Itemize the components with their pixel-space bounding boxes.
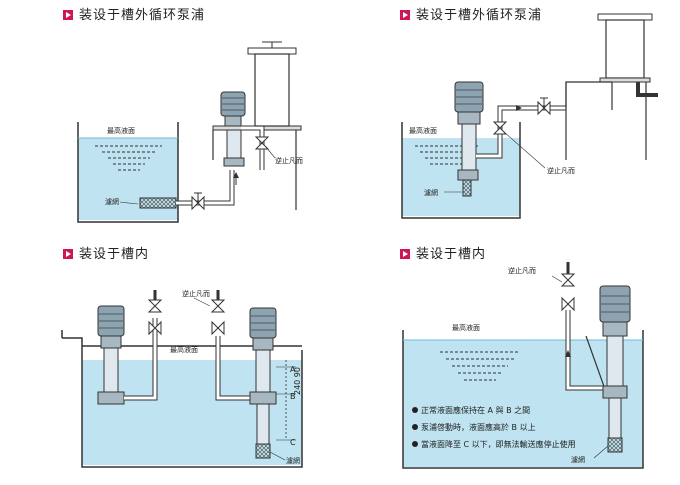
- panel-1-diagram: 最高液面 濾網 逆止凡而: [77, 41, 303, 223]
- max-level-label: 最高液面: [170, 345, 198, 354]
- note-1: 正常液面應保持在 A 與 B 之間: [412, 405, 530, 416]
- point-c: C: [290, 438, 296, 447]
- tank-wall: [77, 122, 179, 223]
- play-icon: [400, 10, 410, 20]
- strainer: [139, 197, 177, 209]
- strainer-label: 濾網: [105, 197, 119, 206]
- check-valve-label: 逆止凡而: [547, 166, 575, 175]
- check-valve: [148, 320, 162, 336]
- max-level-label: 最高液面: [409, 126, 437, 135]
- panel-title-outside-1: 装设于槽外循环泵浦: [63, 4, 205, 23]
- check-valve: [254, 136, 270, 150]
- check-valve-label: 逆止凡而: [182, 289, 210, 298]
- panel-title-outside-2: 装设于槽外循环泵浦: [400, 4, 542, 23]
- tank-water: [403, 340, 643, 467]
- max-level-label: 最高液面: [107, 126, 135, 135]
- bullet-icon: [412, 407, 418, 413]
- panel-4-diagram: 最高液面 逆止凡而 濾網: [402, 262, 644, 469]
- strainer-label: 濾網: [424, 188, 438, 197]
- max-level-label: 最高液面: [452, 323, 480, 332]
- check-valve: [561, 296, 575, 312]
- pump-body: [461, 123, 477, 171]
- check-valve: [211, 320, 225, 336]
- tank-wall: [401, 122, 521, 219]
- strainer-label: 濾網: [286, 456, 300, 465]
- bullet-icon: [412, 424, 418, 430]
- tank-wall: [62, 337, 303, 468]
- panel-3-diagram: 最高液面 逆止凡而 濾網 240 90 A B C: [61, 289, 303, 468]
- filter-housing: [254, 53, 290, 127]
- note-3: 當液面降至 C 以下，即無法輸送應停止使用: [412, 439, 576, 450]
- tank-wall: [402, 330, 644, 469]
- dimension-label: 240 90: [293, 367, 302, 395]
- strainer: [462, 179, 472, 197]
- note-2: 泵浦啓動時，液面應高於 B 以上: [412, 422, 536, 433]
- panel-title-inside-2: 装设于槽内: [400, 243, 486, 262]
- check-valve-label: 逆止凡而: [508, 266, 536, 275]
- bullet-icon: [412, 441, 418, 447]
- play-icon: [400, 249, 410, 259]
- pump-body: [226, 129, 242, 159]
- play-icon: [63, 249, 73, 259]
- pump-body: [606, 335, 624, 387]
- strainer: [255, 443, 271, 459]
- filter-housing: [605, 19, 645, 79]
- panel-title-inside-1: 装设于槽内: [63, 243, 149, 262]
- strainer-label: 濾網: [571, 455, 585, 464]
- panel-2-diagram: 最高液面 濾網 逆止凡而: [401, 13, 658, 219]
- pump-body: [255, 349, 271, 393]
- strainer: [607, 437, 623, 453]
- point-b: B: [290, 392, 296, 401]
- check-valve: [492, 121, 508, 135]
- play-icon: [63, 10, 73, 20]
- pump-body: [103, 347, 119, 393]
- check-valve-label: 逆止凡而: [275, 156, 303, 165]
- point-a: A: [290, 365, 296, 374]
